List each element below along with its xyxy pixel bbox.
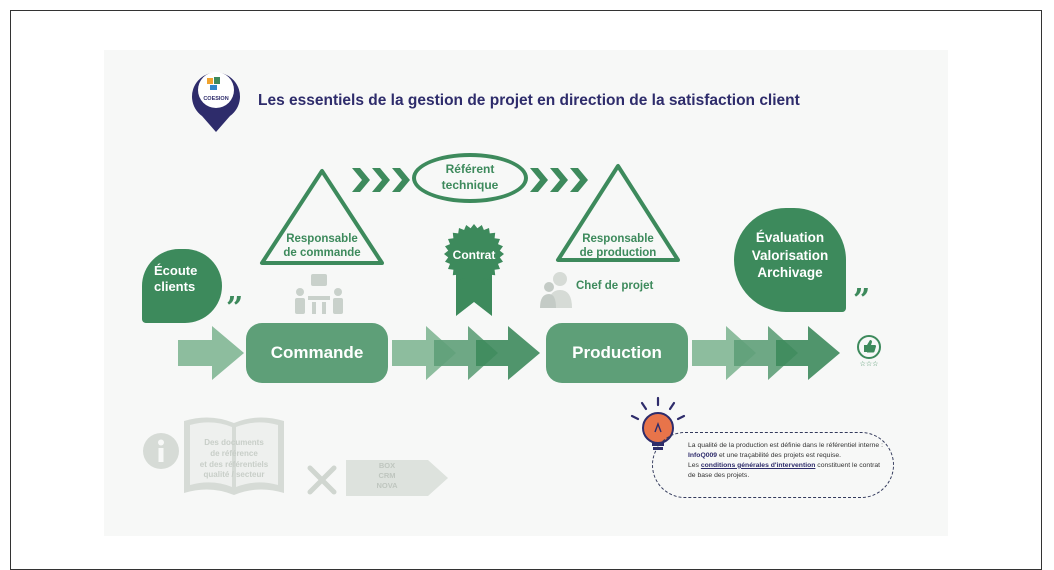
conditions-link[interactable]: conditions générales d'intervention	[700, 461, 816, 469]
arrows-commande-production	[392, 326, 540, 380]
svg-text:☆☆☆: ☆☆☆	[860, 360, 879, 368]
tools-label: BOX CRM NOVA	[376, 461, 398, 491]
note-line1-post: et une traçabilité des projets est requi…	[717, 451, 842, 459]
quality-note: La qualité de la production est définie …	[688, 441, 884, 480]
chef-projet-icon	[540, 272, 572, 308]
triangle-production	[556, 164, 680, 262]
logo-text: COESION	[203, 96, 228, 102]
step-production: Production	[546, 323, 688, 383]
step-commande: Commande	[246, 323, 388, 383]
responsable-commande-label: Responsable de commande	[283, 233, 361, 260]
note-line1-pre: La qualité de la production est définie …	[688, 442, 883, 449]
thumbs-up-rating-icon: ☆☆☆	[857, 335, 881, 368]
contrat-label: Contrat	[452, 248, 496, 262]
quote-icon: ”	[226, 291, 244, 326]
note-line2-post: constituent le contrat de base des proje…	[688, 461, 881, 479]
book-label: Des documents de référence et des référe…	[199, 438, 269, 480]
ecoute-label: Écoute clients	[154, 263, 198, 295]
chevrons-right	[530, 168, 588, 192]
note-infoq-ref: InfoQ009	[688, 451, 718, 459]
coesion-logo: COESION	[192, 72, 240, 132]
info-icon	[143, 433, 179, 469]
tools-icon	[307, 465, 337, 495]
note-line2-pre: Les	[688, 461, 701, 469]
contrat-seal	[444, 224, 504, 316]
team-icon	[295, 274, 343, 314]
chef-projet-label: Chef de projet	[576, 280, 654, 292]
chevrons-left	[352, 168, 410, 192]
evaluation-bubble	[734, 208, 846, 312]
book-icon	[184, 417, 284, 495]
referent-label: Référent technique	[441, 162, 499, 192]
tools-arrow	[346, 460, 448, 496]
evaluation-label: Évaluation Valorisation Archivage	[751, 230, 829, 281]
arrow-start	[178, 326, 244, 380]
quote-icon: ”	[853, 283, 871, 318]
triangle-commande	[260, 169, 384, 265]
page-title: Les essentiels de la gestion de projet e…	[258, 92, 800, 109]
arrows-production-end	[692, 326, 840, 380]
referent-technique-ellipse: Référent technique	[412, 153, 528, 203]
quality-note-bubble	[652, 432, 894, 498]
ecoute-bubble	[142, 249, 222, 323]
responsable-production-label: Responsable de production	[579, 233, 657, 260]
